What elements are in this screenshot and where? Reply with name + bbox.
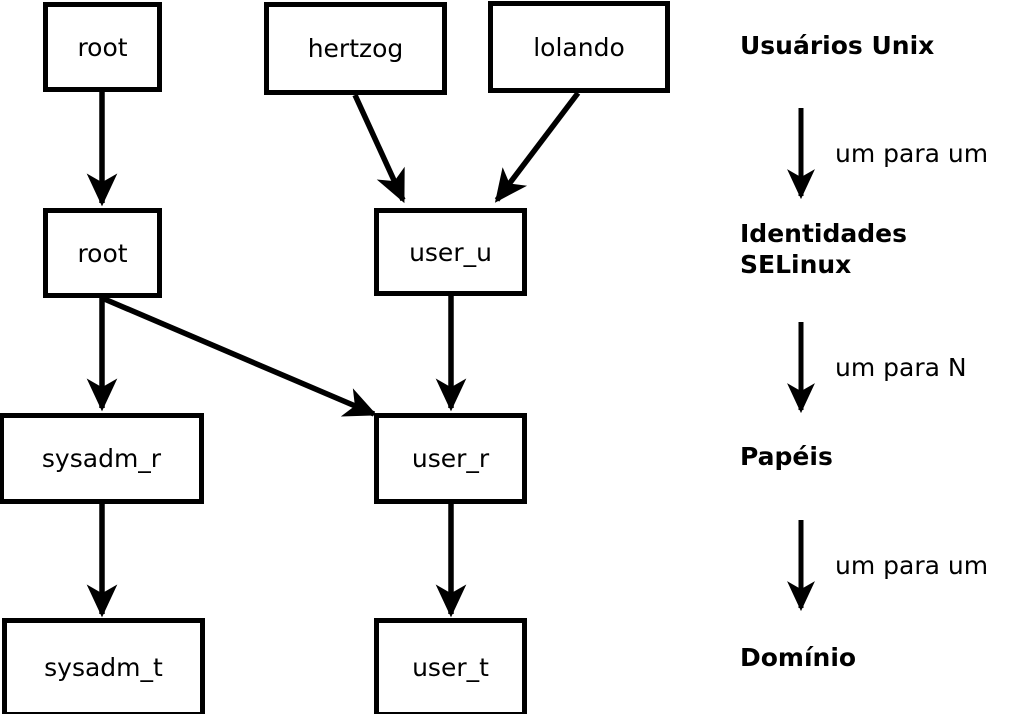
- legend-heading-selinux-identities: Identidades SELinux: [740, 219, 907, 279]
- node-label: sysadm_t: [44, 653, 163, 682]
- legend-heading-roles: Papéis: [740, 442, 833, 471]
- node-label: user_u: [409, 237, 492, 267]
- edge-selinux-root-to-user-r: [100, 295, 378, 417]
- node-role-user-r[interactable]: user_r: [374, 413, 527, 504]
- node-label: root: [77, 238, 128, 268]
- node-domain-user-t[interactable]: user_t: [374, 618, 527, 714]
- node-unix-lolando[interactable]: lolando: [488, 1, 670, 93]
- node-unix-hertzog[interactable]: hertzog: [264, 2, 447, 95]
- legend-label-one-to-n: um para N: [835, 353, 967, 382]
- legend-heading-domain: Domínio: [740, 643, 857, 672]
- node-label: hertzog: [307, 34, 404, 63]
- node-selinux-root[interactable]: root: [43, 208, 162, 298]
- node-selinux-user-u[interactable]: user_u: [374, 208, 527, 296]
- node-label: user_r: [411, 444, 490, 473]
- node-label: sysadm_r: [41, 444, 162, 473]
- node-label: root: [77, 32, 128, 62]
- node-unix-root[interactable]: root: [43, 2, 162, 92]
- edge-lolando-to-user-u: [494, 91, 581, 203]
- node-label: user_t: [412, 653, 489, 682]
- edge-hertzog-to-user-u: [352, 93, 406, 204]
- node-domain-sysadm-t[interactable]: sysadm_t: [2, 618, 205, 714]
- node-role-sysadm-r[interactable]: sysadm_r: [0, 413, 204, 504]
- node-label: lolando: [533, 32, 625, 62]
- legend-heading-unix-users: Usuários Unix: [740, 31, 935, 60]
- legend-label-one-to-one-bottom: um para um: [835, 551, 989, 580]
- legend-label-one-to-one-top: um para um: [835, 139, 989, 168]
